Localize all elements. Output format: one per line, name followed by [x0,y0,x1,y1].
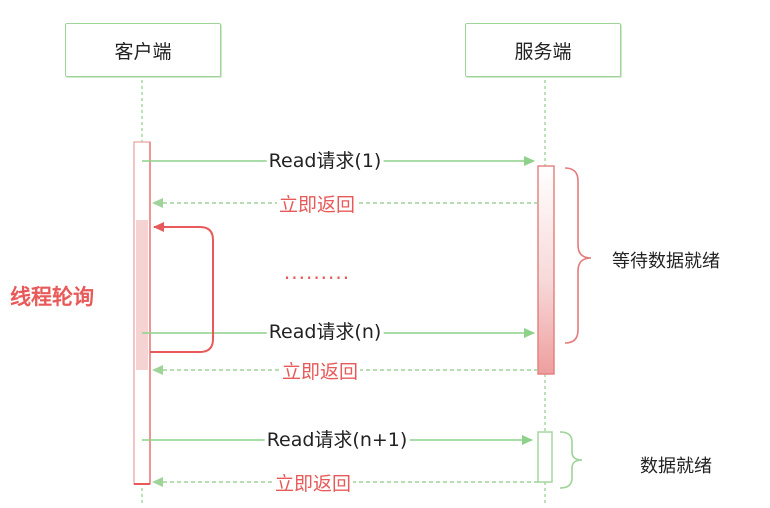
polling-label: 线程轮询 [10,285,94,309]
client-actor: 客户端 [65,23,221,77]
return-1-label: 立即返回 [276,194,358,216]
server-actor-label: 服务端 [514,40,572,63]
request-n1-label: Read请求(n+1) [264,429,410,451]
client-actor-label: 客户端 [114,40,172,63]
server-activation-ready [537,431,553,483]
server-actor: 服务端 [465,23,621,77]
request-1-label: Read请求(1) [266,150,384,172]
waiting-label: 等待数据就绪 [612,251,720,272]
wait-bracket [564,167,592,344]
ellipsis: ......... [283,260,351,284]
polling-loop-arrow [150,222,214,353]
request-n-label: Read请求(n) [266,321,384,343]
return-n-label: 立即返回 [279,361,361,383]
server-activation [537,165,555,375]
client-activation-fill [136,220,148,370]
return-n1-label: 立即返回 [272,473,354,495]
ready-label: 数据就绪 [640,456,712,477]
ready-bracket [559,431,583,489]
